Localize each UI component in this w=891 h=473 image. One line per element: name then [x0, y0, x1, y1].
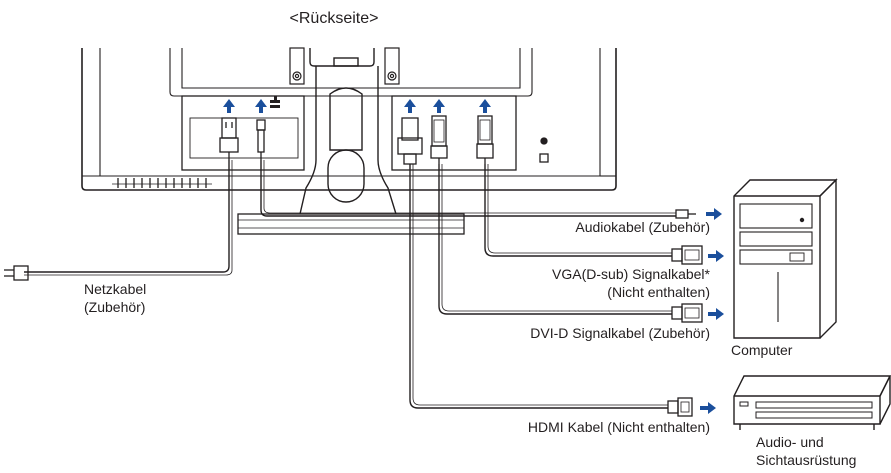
port-icons: [270, 96, 280, 108]
computer-label: Computer: [731, 342, 793, 358]
power-cable-label: Netzkabel: [84, 281, 147, 297]
computer-tower: [733, 178, 838, 339]
left-terminal-panel: [181, 95, 305, 171]
vga-cable-sublabel: (Nicht enthalten): [607, 284, 710, 300]
power-plug: [4, 265, 29, 281]
dvi-cable-label: DVI-D Signalkabel (Zubehör): [530, 325, 710, 341]
monitor-back: [81, 48, 617, 191]
audio-cable-label: Audiokabel (Zubehör): [575, 219, 710, 235]
stand-base: [237, 213, 465, 235]
stand-neck: [299, 48, 397, 215]
mount-holes: [289, 47, 400, 85]
cable-end-connectors: [667, 209, 703, 417]
av-device: [733, 375, 891, 430]
page-title: <Rückseite>: [289, 10, 379, 27]
port-arrows: [223, 99, 491, 113]
hdmi-cable-label: HDMI Kabel (Nicht enthalten): [527, 419, 710, 435]
power-cable-sublabel: (Zubehör): [84, 299, 146, 315]
right-terminal-panel: [391, 95, 549, 171]
av-equipment-sublabel: Sichtausrüstung: [756, 452, 857, 468]
cables: [24, 160, 676, 409]
av-equipment-label: Audio- und: [756, 434, 824, 450]
device-arrows: [700, 208, 724, 414]
vga-cable-label: VGA(D-sub) Signalkabel*: [552, 266, 710, 282]
vent-slots: [112, 178, 212, 188]
